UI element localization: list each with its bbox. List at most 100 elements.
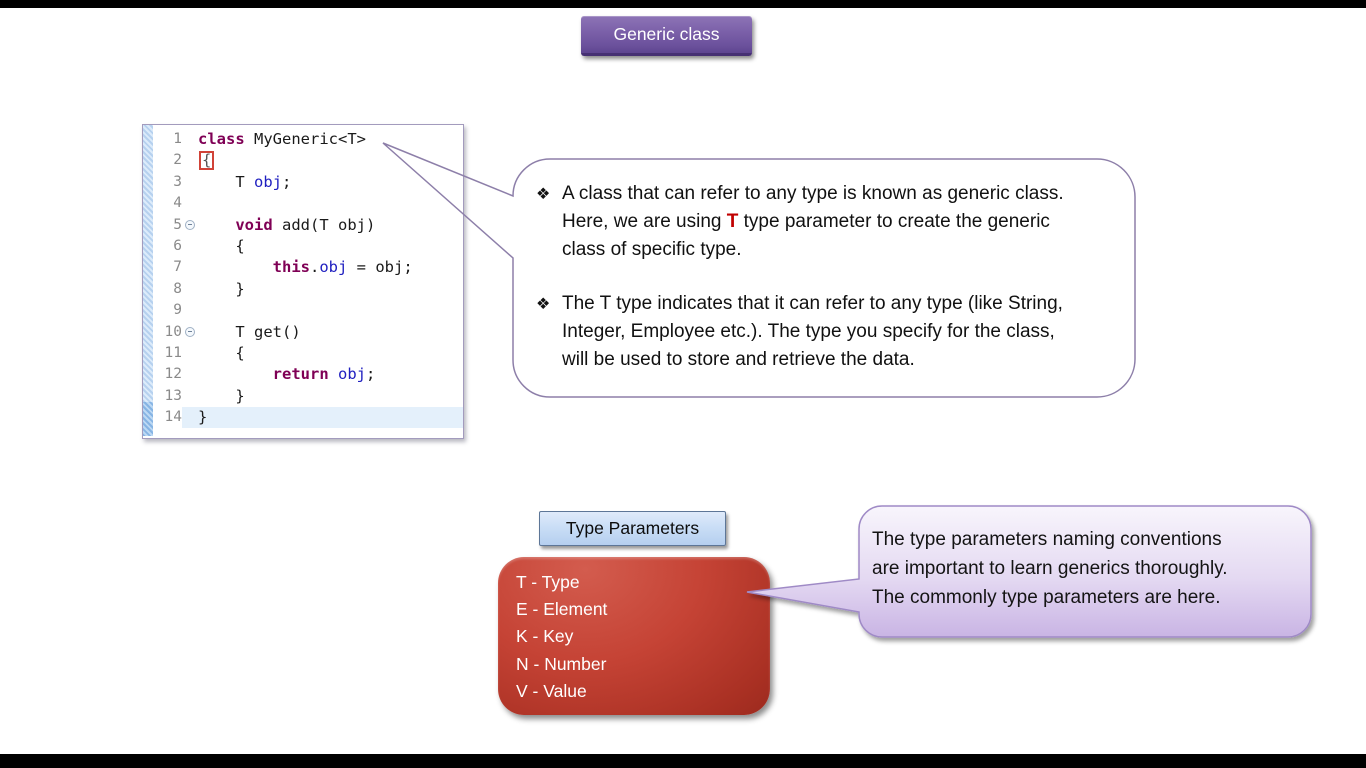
code-text: void add(T obj): [198, 215, 463, 236]
line-number: 13: [164, 387, 182, 404]
callout-text-segment: T: [726, 210, 739, 232]
fold-minus-icon: [185, 326, 195, 337]
callout-text-segment: The T type indicates that it can refer t…: [562, 293, 1063, 315]
type-parameter-item: T - Type: [516, 572, 580, 592]
line-number: 10: [164, 323, 182, 340]
code-segment: [198, 365, 273, 383]
fold-column: [182, 129, 198, 150]
code-segment: void: [235, 215, 282, 234]
naming-callout-line: The type parameters naming conventions: [872, 529, 1222, 550]
code-line: 3 T obj;: [153, 172, 463, 193]
code-line: 9: [153, 300, 463, 321]
code-segment: obj: [319, 258, 348, 277]
type-parameters-label-text: Type Parameters: [565, 518, 700, 538]
editor-gutter: [143, 125, 153, 436]
letterbox-bottom: [0, 754, 1366, 768]
code-line: 7 this.obj = obj;: [153, 257, 463, 278]
type-parameter-item: V - Value: [516, 680, 587, 701]
fold-column: [182, 172, 198, 193]
callout-text-segment: will be used to store and retrieve the d…: [562, 348, 915, 370]
callout-bullet: ❖ The T type indicates that it can refer …: [536, 290, 1121, 373]
code-segment: obj: [254, 172, 282, 191]
code-line: 2{: [153, 150, 463, 171]
code-segment: .: [309, 258, 320, 277]
code-line: 14}: [153, 407, 463, 429]
bullet-diamond-icon: ❖: [536, 296, 551, 314]
code-segment: ;: [282, 172, 292, 191]
callout-line: Here, we are using T type parameter to c…: [562, 208, 1121, 236]
callout-text-segment: type parameter to create the generic: [738, 210, 1050, 232]
line-number: 12: [164, 366, 182, 383]
code-segment: T: [198, 172, 254, 191]
code-line: 10 T get(): [153, 322, 463, 343]
code-segment: ;: [365, 365, 376, 384]
line-number: 1: [173, 131, 182, 147]
editor-gutter-bottom: [143, 402, 153, 436]
callout-line: The T type indicates that it can refer t…: [562, 290, 1121, 318]
code-line: 12 return obj;: [153, 364, 463, 385]
code-segment: this: [272, 258, 310, 277]
code-text: {: [198, 236, 463, 257]
callout-bullet: ❖ A class that can refer to any type is k…: [536, 180, 1121, 263]
code-line: 5 void add(T obj): [153, 215, 463, 236]
naming-callout-line: The commonly type parameters are here.: [872, 586, 1221, 608]
line-number: 4: [173, 195, 182, 212]
code-text: [198, 193, 463, 214]
fold-column: [182, 322, 198, 343]
code-text: this.obj = obj;: [198, 257, 463, 278]
callout-line: A class that can refer to any type is kn…: [562, 180, 1121, 208]
bullet-diamond-icon: ❖: [536, 186, 551, 203]
fold-column: [182, 279, 198, 300]
code-text: T obj;: [198, 172, 463, 193]
line-number: 14: [164, 409, 182, 426]
line-number: 6: [173, 237, 182, 254]
code-segment: add(T obj): [282, 215, 376, 234]
code-text: }: [198, 407, 463, 429]
line-number: 8: [173, 280, 182, 297]
callout-line: class of specific type.: [562, 236, 1121, 264]
fold-column: [182, 215, 198, 236]
callout-text-segment: Here, we are using: [562, 210, 727, 232]
code-segment: [198, 216, 235, 234]
fold-column: [182, 386, 198, 407]
type-parameter-item: N - Number: [516, 653, 607, 674]
generic-class-callout-text: ❖ A class that can refer to any type is k…: [536, 180, 1121, 401]
callout-line: will be used to store and retrieve the d…: [562, 346, 1121, 374]
code-text: T get(): [198, 322, 463, 343]
fold-column: [182, 150, 198, 171]
fold-column: [182, 257, 198, 278]
line-number: 5: [173, 216, 182, 233]
code-line: 6 {: [153, 236, 463, 257]
type-parameter-item: K - Key: [516, 626, 574, 647]
fold-column: [182, 193, 198, 214]
code-text: {: [198, 343, 463, 364]
fold-column: [182, 300, 198, 321]
code-segment: T get(): [198, 322, 301, 341]
type-parameters-box: T - Type E - Element K - Key N - Number V - …: [498, 557, 770, 715]
slide-title-box: Generic class: [581, 16, 752, 56]
type-parameters-label: Type Parameters: [539, 511, 726, 546]
fold-column: [182, 343, 198, 364]
code-segment: [198, 258, 273, 276]
code-text: }: [198, 386, 463, 407]
code-line: 4: [153, 193, 463, 214]
code-text: [198, 300, 463, 321]
code-segment: return: [272, 365, 338, 384]
code-segment: MyGeneric<T>: [254, 130, 366, 148]
type-parameter-item: E - Element: [516, 599, 608, 620]
line-number: 2: [173, 152, 182, 169]
line-number: 7: [173, 259, 182, 276]
code-segment: = obj;: [347, 258, 413, 277]
code-segment: {: [199, 151, 215, 171]
line-number: 9: [173, 302, 182, 319]
code-segment: }: [198, 386, 245, 405]
code-line: 13 }: [153, 386, 463, 407]
code-text: class MyGeneric<T>: [198, 129, 463, 150]
code-text: return obj;: [198, 364, 463, 385]
callout-text-segment: A class that can refer to any type is kn…: [562, 183, 1064, 204]
slide-title: Generic class: [613, 24, 720, 44]
fold-column: [182, 407, 198, 429]
code-segment: class: [198, 130, 254, 148]
